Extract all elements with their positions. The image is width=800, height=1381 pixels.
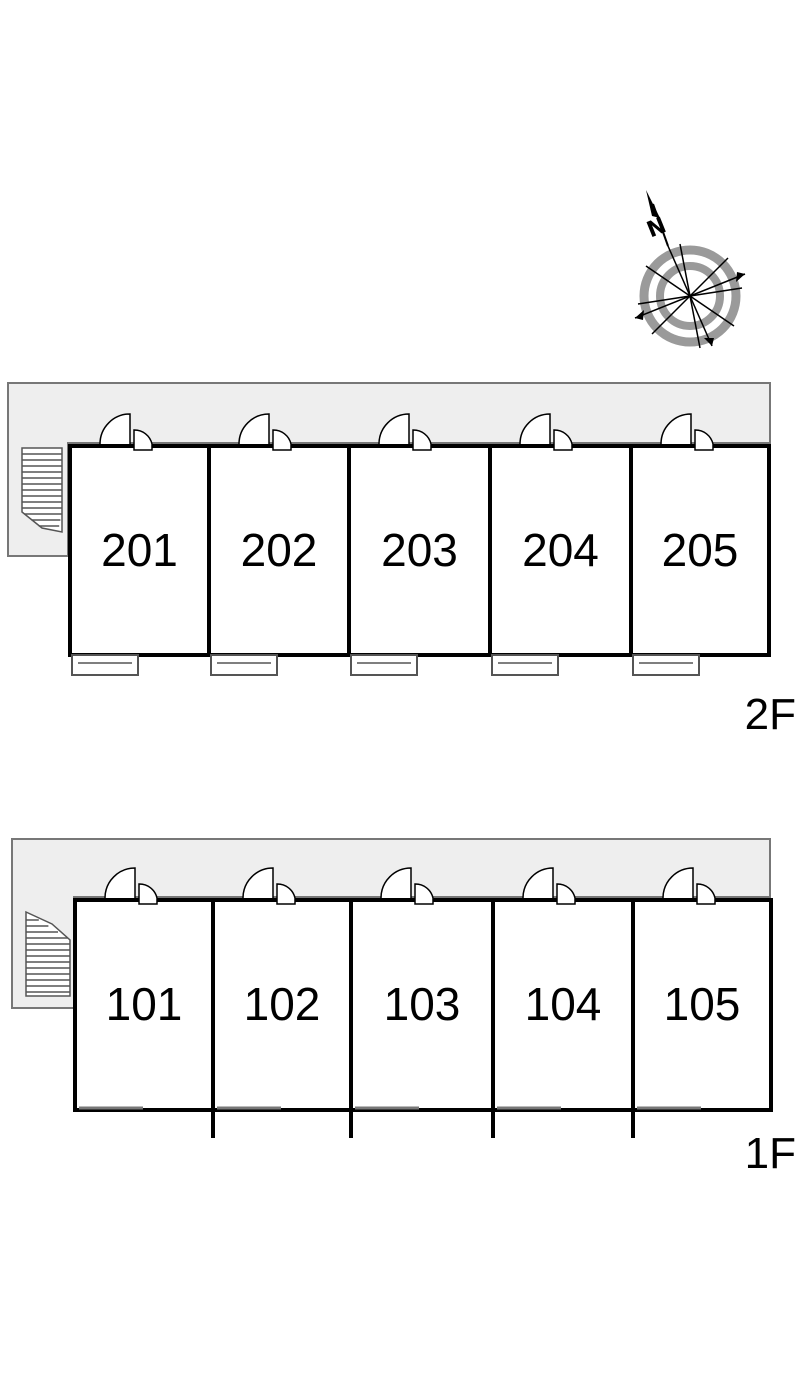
door-icon xyxy=(662,867,716,905)
unit-number-label: 101 xyxy=(106,978,183,1030)
balcony xyxy=(350,654,418,676)
door-icon xyxy=(378,413,432,451)
unit-205[interactable]: 205 xyxy=(632,413,739,676)
door-icon xyxy=(660,413,714,451)
floor-label-2f: 2F xyxy=(745,690,796,739)
unit-103[interactable]: 103 xyxy=(355,867,461,1110)
door-icon xyxy=(104,867,158,905)
unit-number-label: 201 xyxy=(101,524,178,576)
door-icon xyxy=(522,867,576,905)
building-outline-2f xyxy=(68,444,771,657)
balcony xyxy=(210,654,278,676)
door-icon xyxy=(242,867,296,905)
balcony xyxy=(491,654,559,676)
unit-202[interactable]: 202 xyxy=(210,413,318,676)
unit-number-label: 203 xyxy=(381,524,458,576)
unit-102[interactable]: 102 xyxy=(217,867,321,1110)
floor-label-1f: 1F xyxy=(745,1129,796,1178)
balcony xyxy=(632,654,700,676)
unit-number-label: 205 xyxy=(662,524,739,576)
unit-105[interactable]: 105 xyxy=(637,867,741,1110)
unit-203[interactable]: 203 xyxy=(350,413,458,676)
compass-lines xyxy=(634,243,746,349)
unit-number-label: 103 xyxy=(384,978,461,1030)
unit-201[interactable]: 201 xyxy=(71,413,178,676)
unit-number-label: 104 xyxy=(525,978,602,1030)
unit-number-label: 204 xyxy=(522,524,599,576)
unit-204[interactable]: 204 xyxy=(491,413,599,676)
unit-104[interactable]: 104 xyxy=(497,867,602,1110)
unit-101[interactable]: 101 xyxy=(79,867,183,1110)
floor-1f-plan: 101 102 103 104 105 1F xyxy=(11,838,796,1178)
balcony xyxy=(71,654,139,676)
floor-2f-plan: 201 202 203 204 205 2F xyxy=(7,382,796,739)
corridor-2f xyxy=(7,382,771,557)
door-icon xyxy=(238,413,292,451)
unit-number-label: 105 xyxy=(664,978,741,1030)
door-icon xyxy=(519,413,573,451)
door-icon xyxy=(380,867,434,905)
unit-number-label: 202 xyxy=(241,524,318,576)
unit-number-label: 102 xyxy=(244,978,321,1030)
corridor-1f xyxy=(11,838,771,1009)
staircase-1f xyxy=(25,910,71,997)
compass-icon: N xyxy=(634,190,746,349)
staircase-2f xyxy=(21,447,63,533)
door-icon xyxy=(99,413,153,451)
